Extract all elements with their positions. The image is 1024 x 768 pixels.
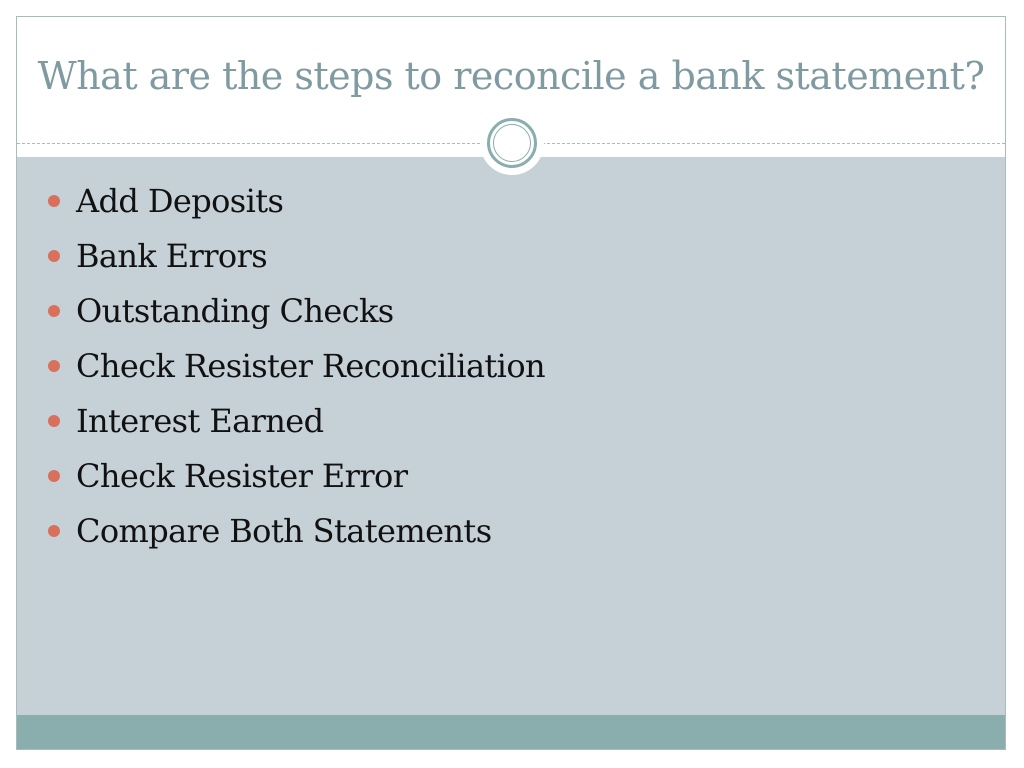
bullet-text: Compare Both Statements <box>76 512 492 550</box>
circle-ornament-icon <box>480 111 544 175</box>
list-item: Compare Both Statements <box>47 508 545 563</box>
bullet-list: Add Deposits Bank Errors Outstanding Che… <box>47 178 546 563</box>
footer-bar <box>17 715 1005 749</box>
list-item: Interest Earned <box>47 398 545 453</box>
bullet-dot-icon <box>48 415 60 427</box>
bullet-text: Add Deposits <box>76 182 284 220</box>
bullet-dot-icon <box>48 470 60 482</box>
ring-icon <box>487 118 537 168</box>
list-item: Add Deposits <box>47 178 545 233</box>
bullet-text: Bank Errors <box>76 237 268 275</box>
bullet-text: Check Resister Error <box>76 457 408 495</box>
bullet-dot-icon <box>48 250 60 262</box>
bullet-text: Check Resister Reconciliation <box>76 347 546 385</box>
list-item: Bank Errors <box>47 233 545 288</box>
list-item: Check Resister Error <box>47 453 545 508</box>
bullet-dot-icon <box>48 195 60 207</box>
list-item: Outstanding Checks <box>47 288 545 343</box>
content-area <box>17 157 1005 717</box>
bullet-text: Outstanding Checks <box>76 292 394 330</box>
bullet-text: Interest Earned <box>76 402 324 440</box>
slide: What are the steps to reconcile a bank s… <box>16 16 1006 750</box>
bullet-dot-icon <box>48 525 60 537</box>
slide-title: What are the steps to reconcile a bank s… <box>37 54 985 98</box>
list-item: Check Resister Reconciliation <box>47 343 546 398</box>
bullet-dot-icon <box>48 305 60 317</box>
bullet-dot-icon <box>48 360 60 372</box>
